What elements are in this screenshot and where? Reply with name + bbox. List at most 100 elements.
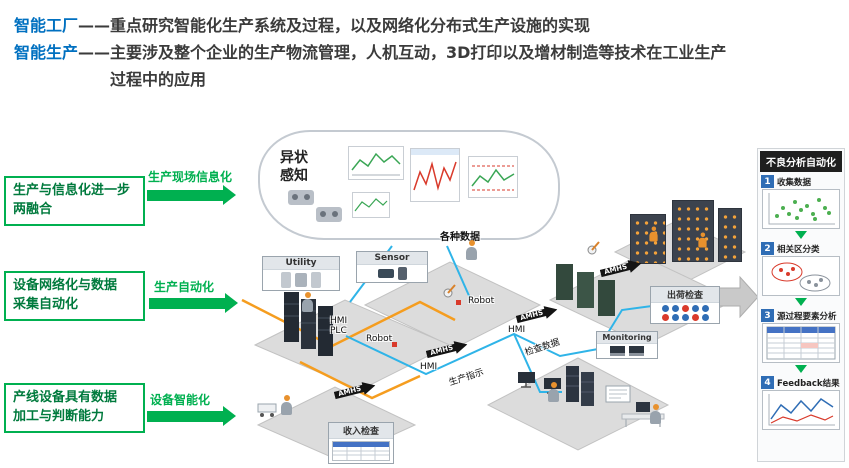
sensor-icon — [397, 267, 407, 280]
sensor-card-icons — [357, 265, 427, 282]
monitoring-card-title: Monitoring — [597, 332, 657, 344]
sensor-icon — [377, 269, 394, 278]
incoming-check-sheet — [329, 439, 393, 463]
platform-monitoring — [486, 357, 670, 451]
green-arrow-icon — [147, 406, 236, 426]
step-row-2: 2 相关区分类 — [761, 242, 842, 255]
anomaly-title-line1: 异状 — [280, 150, 308, 166]
temperature-chart-icon — [410, 148, 460, 202]
hmi-plc-label: HMI PLC — [330, 316, 347, 337]
flow-label-onsite-informatization: 生产现场信息化 — [148, 170, 233, 184]
utility-unit-icon — [295, 273, 307, 287]
down-arrow-icon — [795, 365, 807, 373]
stage-box-integration: 生产与信息化进一步 两融合 — [4, 176, 145, 226]
classification-thumbnail — [762, 256, 840, 296]
fail-dot — [691, 314, 699, 321]
step-number: 2 — [761, 242, 774, 255]
pass-dot — [661, 305, 669, 312]
monitor-icon — [610, 346, 625, 356]
stage-box-networking: 设备网络化与数据 采集自动化 — [4, 271, 145, 321]
monitoring-card-icons — [597, 344, 657, 358]
pass-dot — [671, 305, 679, 312]
incoming-check-title: 收入检查 — [329, 423, 393, 439]
step-row-4: 4 Feedback结果 — [761, 376, 842, 389]
table-icon — [766, 326, 836, 360]
incoming-check-card: 收入检查 — [328, 422, 394, 464]
smart-production-desc: ——主要涉及整个企业的生产物流管理，人机互动，3D打印以及增材制造等技术在工业生… — [78, 43, 727, 63]
step-label: 收集数据 — [777, 177, 812, 188]
shipping-check-card: 出荷检查 — [650, 286, 720, 324]
anomaly-title-line2: 感知 — [280, 167, 308, 184]
step-row-3: 3 源过程要素分析 — [761, 309, 842, 322]
sensor-card-title: Sensor — [357, 252, 427, 265]
down-arrow-icon — [795, 231, 807, 239]
threshold-chart-icon — [468, 156, 518, 198]
defect-dot-row — [651, 314, 719, 321]
pass-dot — [681, 314, 689, 321]
step-number: 1 — [761, 175, 774, 188]
smart-production-term: 智能生产 — [14, 43, 79, 63]
robot-label: Robot — [468, 296, 495, 306]
smart-factory-term: 智能工厂 — [14, 16, 79, 35]
worker-icon — [302, 292, 313, 312]
factor-analysis-thumbnail — [762, 323, 840, 363]
worker-icon — [698, 232, 707, 248]
factory-building-icon — [718, 208, 742, 262]
hmi-label: HMI — [420, 362, 438, 372]
stage-box-line: 两融合 — [13, 201, 53, 217]
pass-dot — [691, 305, 699, 312]
stage-box-line: 加工与判断能力 — [13, 408, 105, 424]
worker-icon — [548, 382, 559, 402]
monitor-icon — [629, 346, 644, 356]
hmi-label: HMI — [330, 316, 348, 326]
worker-icon — [650, 404, 661, 424]
stage-box-line: 生产与信息化进一步 — [13, 183, 131, 198]
flow-label-production-automation: 生产自动化 — [154, 280, 215, 294]
headline-block: 智能工厂——重点研究智能化生产系统及过程，以及网络化分布式生产设施的实现 智能生… — [14, 12, 834, 94]
cart-icon — [257, 403, 277, 417]
shipping-check-title: 出荷检查 — [651, 287, 719, 303]
utility-card-title: Utility — [263, 257, 339, 270]
headline-smart-factory: 智能工厂——重点研究智能化生产系统及过程，以及网络化分布式生产设施的实现 — [14, 12, 834, 39]
collect-data-thumbnail — [762, 189, 840, 229]
step-number: 3 — [761, 309, 774, 322]
smart-factory-desc: ——重点研究智能化生产系统及过程，以及网络化分布式生产设施的实现 — [78, 16, 591, 35]
utility-card-icons — [263, 270, 339, 290]
cluster-chart-icon — [771, 262, 831, 292]
stage-box-line: 设备网络化与数据 — [13, 278, 118, 293]
sparkline-chart-icon — [352, 192, 390, 218]
stage-box-line: 产线设备具有数据 — [13, 390, 118, 405]
step-label: 源过程要素分析 — [777, 311, 837, 322]
worker-icon — [466, 240, 477, 260]
hmi-label: HMI — [508, 325, 526, 335]
headline-smart-production: 智能生产——主要涉及整个企业的生产物流管理，人机互动，3D打印以及增材制造等技术… — [14, 39, 834, 66]
pass-dot — [701, 314, 709, 321]
worker-icon — [649, 226, 658, 242]
utility-card: Utility — [262, 256, 340, 291]
sensor-card: Sensor — [356, 251, 428, 283]
step-number: 4 — [761, 376, 774, 389]
fail-dot — [681, 305, 689, 312]
stage-box-line: 采集自动化 — [13, 296, 79, 312]
flow-label-equipment-intelligence: 设备智能化 — [150, 393, 211, 407]
down-arrow-icon — [795, 298, 807, 306]
stage-box-intelligence: 产线设备具有数据 加工与判断能力 — [4, 383, 145, 433]
green-arrow-icon — [149, 293, 238, 313]
step-row-1: 1 收集数据 — [761, 175, 842, 188]
defect-map — [651, 305, 719, 321]
plc-label: PLC — [330, 326, 347, 337]
utility-tank-icon — [281, 272, 291, 288]
result-line-chart-icon — [768, 394, 835, 426]
panel-title: 不良分析自动化 — [760, 151, 842, 172]
machine-icon — [316, 207, 342, 222]
green-arrow-icon — [147, 185, 236, 205]
machine-icon — [288, 190, 314, 205]
fail-dot — [661, 314, 669, 321]
trend-chart-icon — [348, 146, 404, 180]
factory-building-icon — [672, 200, 714, 262]
spreadsheet-icon — [332, 441, 390, 461]
worker-icon — [281, 395, 292, 415]
monitoring-card: Monitoring — [596, 331, 658, 359]
flow-to-analysis-arrow — [715, 275, 759, 319]
